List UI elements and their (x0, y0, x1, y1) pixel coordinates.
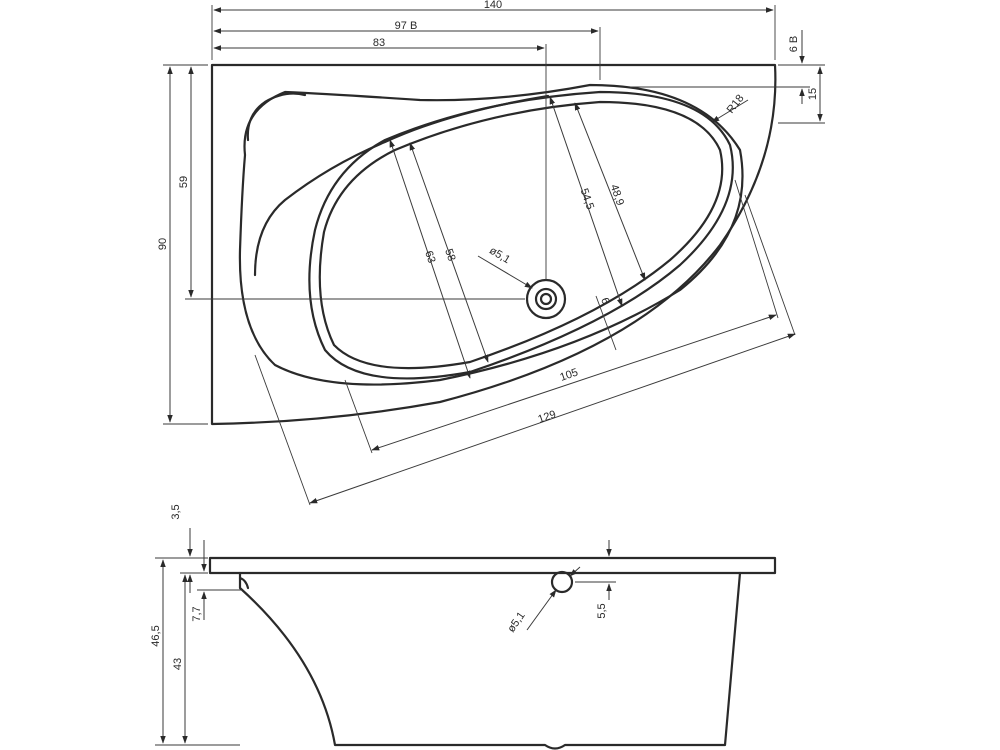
dim-inner-width-b-label: 63 (422, 249, 437, 264)
dim-height-label: 90 (157, 238, 169, 250)
dim-rim-depth-label: 15 (807, 88, 819, 100)
dim-drain-height-label: 59 (178, 176, 190, 188)
top-view: 140 97 B 83 6 B 15 90 59 R18 58 63 54,5 … (157, 0, 825, 506)
side-drain-height-label: 5,5 (596, 603, 608, 618)
dim-inner-width-c-label: 54,5 (578, 187, 596, 211)
dim-width-b-label: 97 B (395, 20, 418, 32)
dim-outer-length-label: 129 (536, 409, 557, 426)
backrest-edge (246, 92, 307, 142)
dim-offset-6-label: 6 (598, 296, 611, 306)
side-depth-label: 43 (172, 658, 184, 670)
overflow-icon (550, 570, 574, 594)
side-drain-diameter-label: ø5,1 (505, 610, 527, 635)
side-offset-label: 7,7 (191, 606, 203, 621)
dim-drain-offset-label: 83 (373, 37, 385, 49)
side-rim-thickness-label: 3,5 (170, 504, 182, 519)
backrest-curve (253, 94, 550, 277)
basin-outer-oval (308, 90, 734, 380)
side-rim-bracket (238, 576, 250, 590)
dim-rim-b-label: 6 B (788, 36, 800, 53)
tub-rim-inner-outline (238, 83, 744, 386)
dim-inner-width-a-label: 58 (442, 247, 457, 262)
side-overall-height-label: 46,5 (150, 625, 162, 646)
dim-overall-width-label: 140 (484, 0, 502, 11)
drain-icon (525, 278, 567, 320)
side-view: ø5,1 5,5 3,5 46,5 43 7,7 (150, 504, 777, 750)
side-rim-outline (208, 556, 777, 575)
side-body-outline (238, 571, 742, 750)
dim-inner-width-d-label: 48,9 (608, 183, 626, 207)
